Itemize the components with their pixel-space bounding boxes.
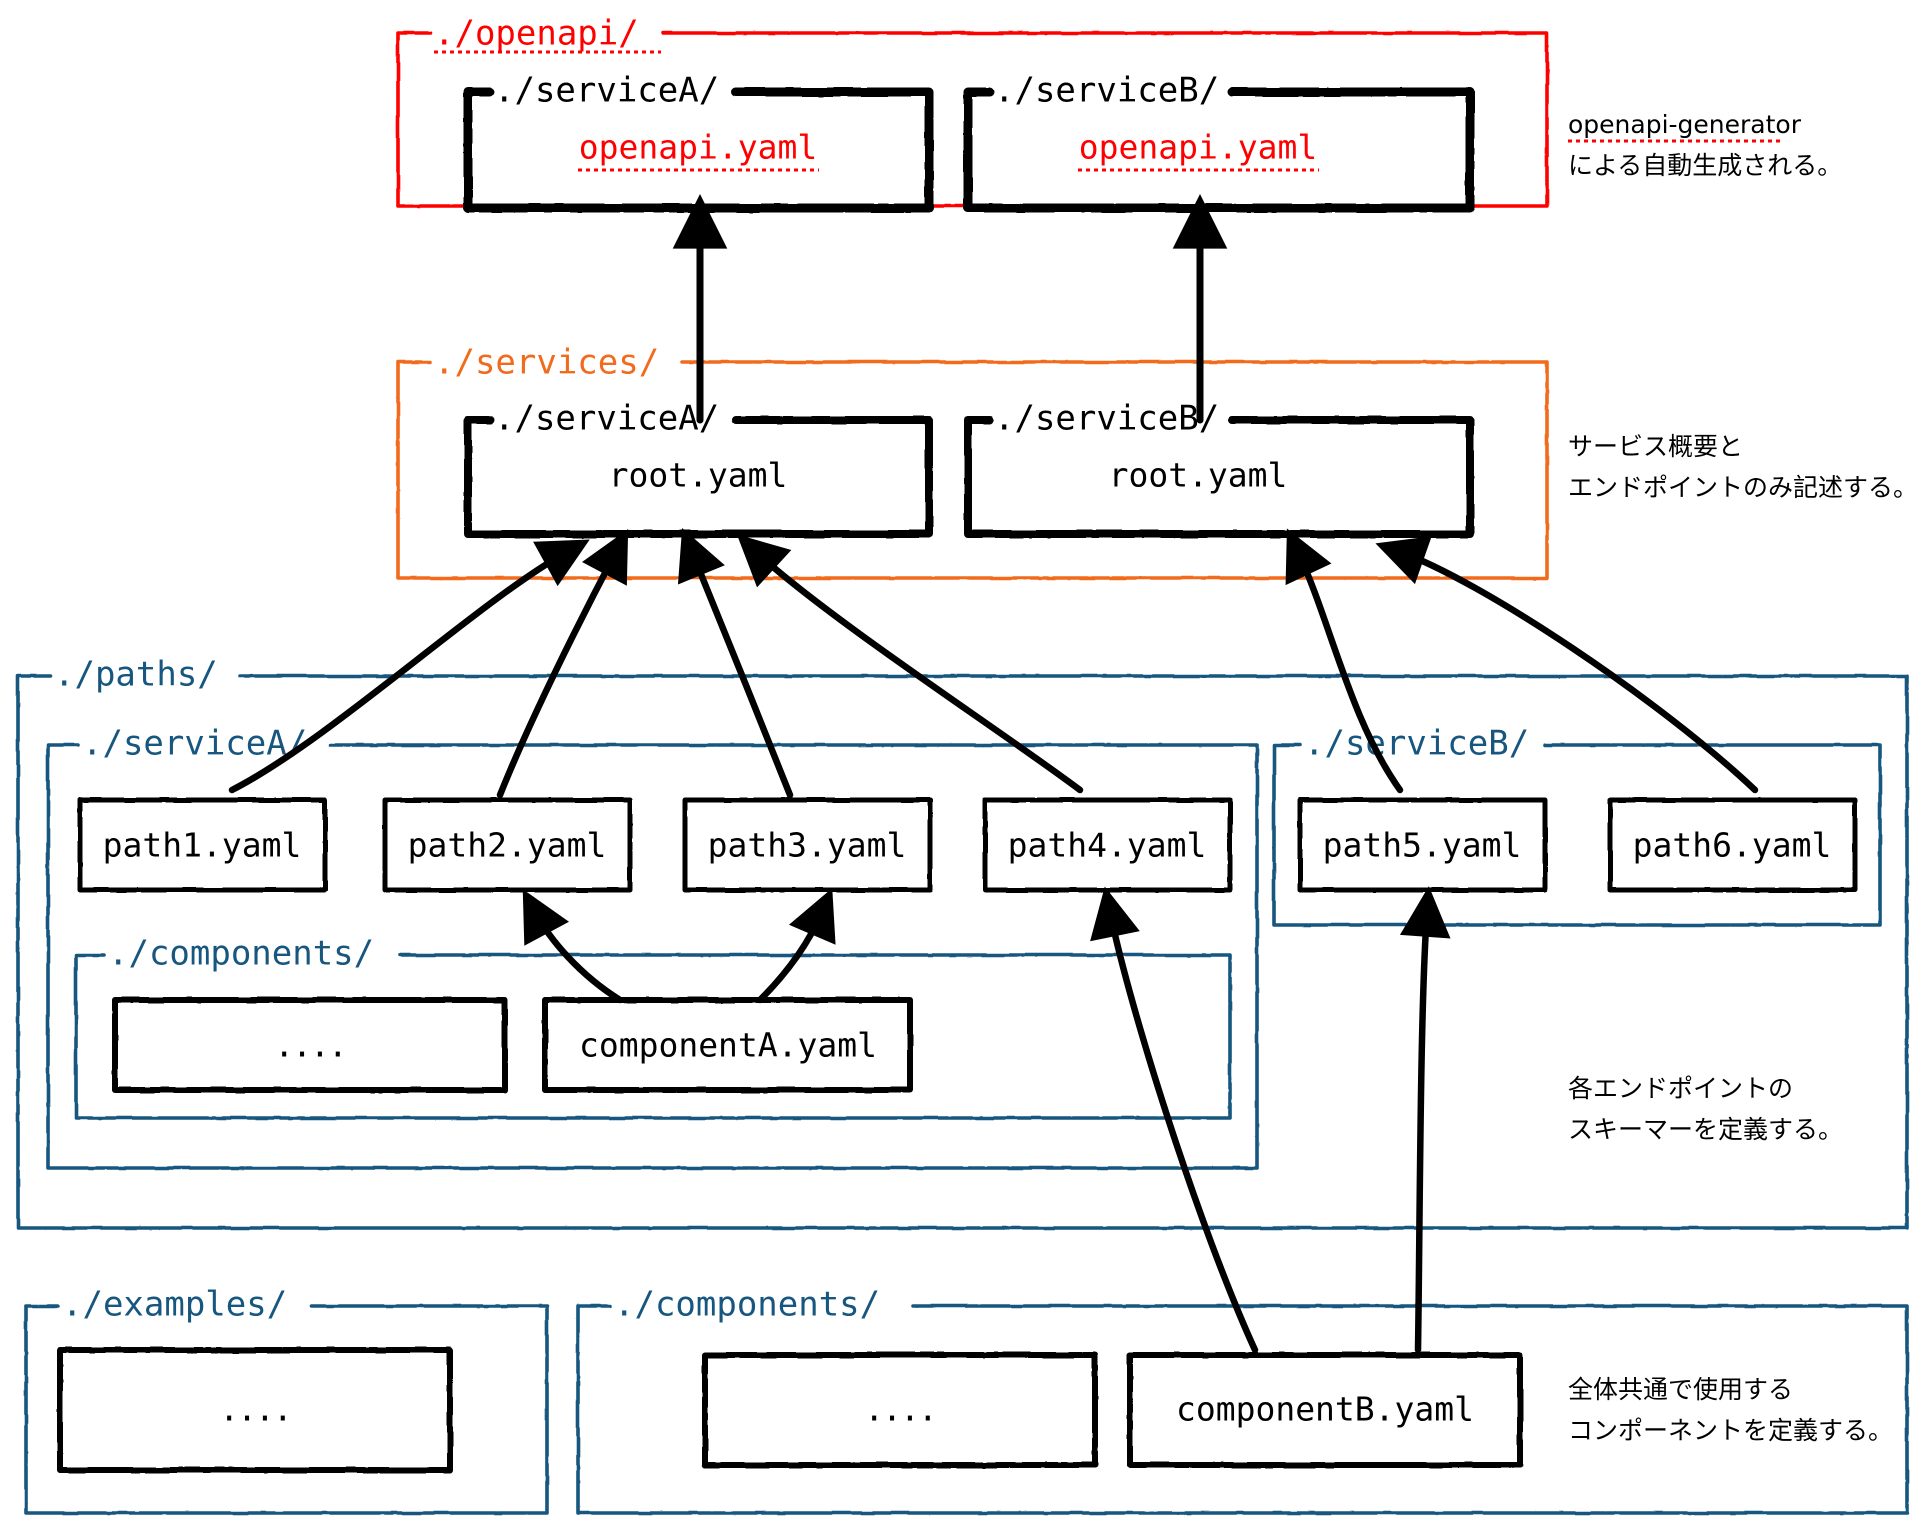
file-openapi-b-yaml: openapi.yaml [1079, 128, 1317, 167]
group-services [396, 360, 1549, 580]
file-path4: path4.yaml [1008, 826, 1207, 865]
arrow-path5-to-rootB [1285, 528, 1404, 794]
file-services-b-root: root.yaml [1109, 456, 1288, 495]
file-componentB: componentB.yaml [1176, 1390, 1474, 1429]
group-examples [24, 1304, 549, 1515]
file-path5: path5.yaml [1323, 826, 1522, 865]
file-componentA: componentA.yaml [579, 1026, 877, 1065]
group-label-paths-serviceA-components: ./components/ [108, 934, 374, 974]
group-label-openapi-serviceB: ./serviceB/ [994, 71, 1219, 111]
arrow-layer [672, 194, 1228, 424]
group-label-paths-serviceA: ./serviceA/ [82, 724, 307, 764]
group-label-services-serviceB: ./serviceB/ [994, 399, 1219, 439]
group-paths-serviceA [46, 743, 1259, 1170]
group-label-openapi-serviceA: ./serviceA/ [494, 71, 719, 111]
file-examples-dots: .... [219, 1390, 290, 1429]
file-components-dots: .... [864, 1390, 935, 1429]
note-openapi-line2: による自動生成される。 [1568, 151, 1842, 180]
file-box-path6 [1607, 797, 1858, 893]
note-paths-line2: スキーマーを定義する。 [1568, 1115, 1843, 1144]
note-components-line2: コンポーネントを定義する。 [1568, 1416, 1893, 1445]
arrow-layer-paths [228, 527, 1759, 799]
file-path2: path2.yaml [408, 826, 607, 865]
arrow-componentA-to-path2 [522, 889, 624, 1004]
group-paths-serviceA-components [74, 953, 1232, 1120]
file-box-path1 [77, 797, 328, 893]
group-label-paths-serviceB: ./serviceB/ [1304, 724, 1529, 764]
arrow-layer-components [522, 886, 1451, 1354]
note-components: 全体共通で使用する コンポーネントを定義する。 [1568, 1375, 1893, 1445]
group-paths-serviceB [1272, 743, 1882, 927]
group-paths [16, 674, 1909, 1230]
group-services-serviceB [964, 416, 1474, 538]
file-openapi-a-yaml: openapi.yaml [579, 128, 817, 167]
file-path3: path3.yaml [708, 826, 907, 865]
file-path1: path1.yaml [103, 826, 302, 865]
group-label-services: ./services/ [434, 343, 659, 383]
arrow-path3-to-rootA [677, 527, 794, 799]
arrow-componentB-to-path4 [1090, 886, 1259, 1354]
file-box-path2 [382, 797, 633, 893]
file-box-examples-dots [57, 1347, 453, 1473]
group-label-examples: ./examples/ [62, 1285, 287, 1325]
arrow-componentB-to-path5 [1399, 886, 1451, 1354]
note-paths: 各エンドポイントの スキーマーを定義する。 [1568, 1074, 1843, 1144]
file-box-componentA [542, 997, 913, 1093]
file-box-components-dots [702, 1352, 1098, 1468]
file-path6: path6.yaml [1633, 826, 1832, 865]
arrow-path6-to-rootB [1375, 536, 1759, 794]
note-services-line2: エンドポイントのみ記述する。 [1568, 473, 1918, 502]
note-services-line1: サービス概要と [1568, 432, 1743, 461]
note-openapi: openapi-generator による自動生成される。 [1568, 110, 1842, 180]
note-openapi-line1: openapi-generator [1568, 110, 1802, 139]
file-services-a-root: root.yaml [609, 456, 788, 495]
note-components-line1: 全体共通で使用する [1568, 1375, 1793, 1404]
file-box-serviceA-components-dots [112, 997, 508, 1093]
arrow-path4-to-rootA [736, 534, 1084, 794]
note-paths-line1: 各エンドポイントの [1568, 1074, 1793, 1103]
arrow-componentA-to-path3 [756, 888, 836, 1004]
arrow-path1-to-rootA [228, 539, 590, 794]
file-serviceA-components-dots: .... [274, 1026, 345, 1065]
arrow-path2-to-rootA [496, 529, 629, 799]
group-label-openapi: ./openapi/ [434, 14, 639, 54]
group-label-services-serviceA: ./serviceA/ [494, 399, 719, 439]
group-components [576, 1304, 1909, 1515]
group-label-components: ./components/ [614, 1285, 880, 1325]
note-services: サービス概要と エンドポイントのみ記述する。 [1568, 432, 1918, 502]
group-label-paths: ./paths/ [54, 655, 218, 695]
file-box-componentB [1127, 1352, 1523, 1468]
